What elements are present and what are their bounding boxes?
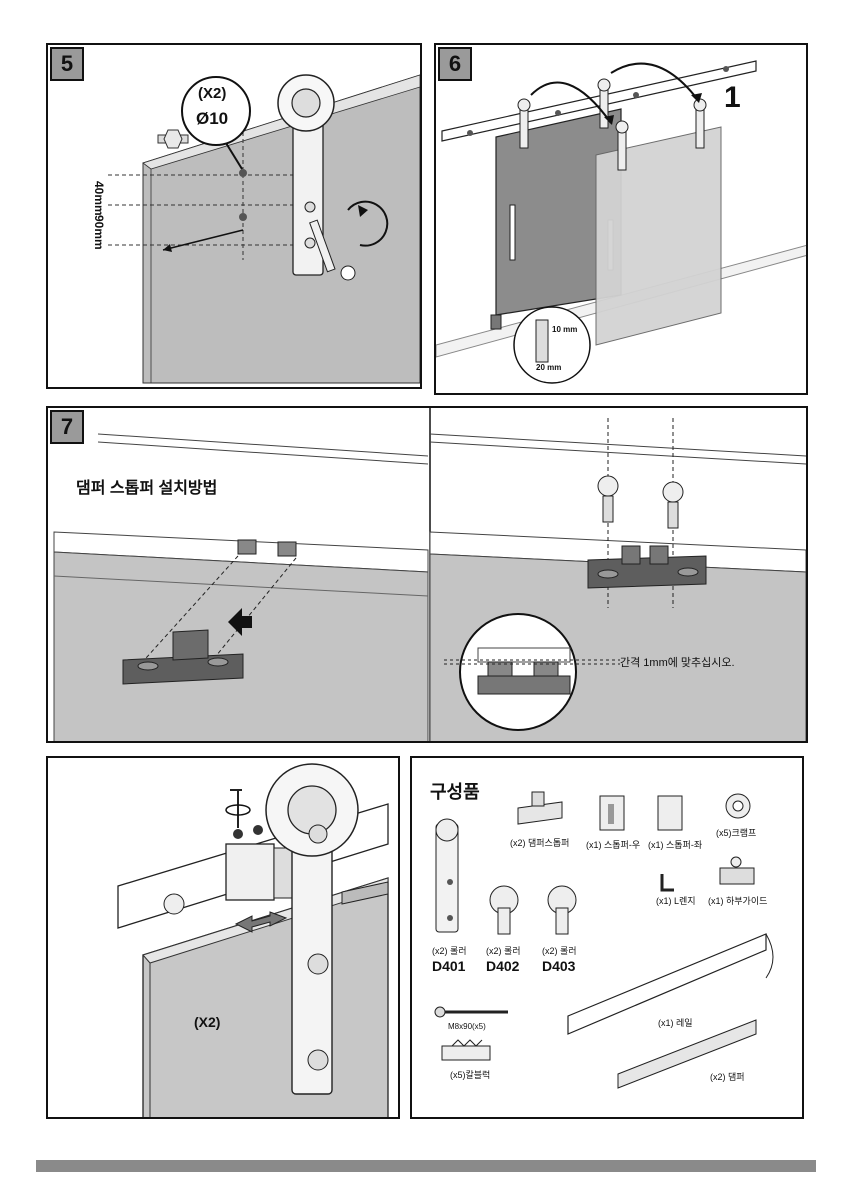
part-clamp: (x5)크램프 [716,828,757,838]
part-roller-d402-model: D402 [486,958,520,974]
step-6-panel: 6 1 10 mm 20 mm [434,43,808,395]
part-damper-stopper: (x2) 댐퍼스톱퍼 [510,838,570,848]
step-6-number: 6 [438,47,472,81]
step-7-illustration [53,408,806,741]
step-6-dim-b: 20 mm [536,363,562,372]
footer-bar [36,1160,816,1172]
part-roller-d401-model: D401 [432,958,466,974]
roller-install-panel: (X2) [46,756,400,1119]
part-roller-d402-label: (x2) 롤러 [486,946,521,956]
roller-install-qty: (X2) [194,1014,221,1030]
step-5-dim-b: 90mm [92,215,106,250]
part-l-wrench: (x1) L렌지 [656,896,696,906]
step-7-title: 댐퍼 스톱퍼 설치방법 [76,480,218,497]
part-stopper-left: (x1) 스톱퍼-좌 [648,840,703,850]
step-5-dim-a: 40mm [92,181,106,216]
step-7-number: 7 [50,410,84,444]
step-5-qty: (X2) [198,85,227,102]
part-anchor: (x5)칼블럭 [450,1070,491,1080]
part-damper: (x2) 댐퍼 [710,1072,745,1082]
part-roller-d403-model: D403 [542,958,576,974]
part-roller-d401-label: (x2) 롤러 [432,946,467,956]
part-roller-d403-label: (x2) 롤러 [542,946,577,956]
parts-panel: 구성품 (x2) 댐퍼스톱퍼 (x1) 스톱퍼-우 (x1) 스톱퍼-좌 (x5… [410,756,804,1119]
parts-title: 구성품 [430,782,480,802]
step-6-callout: 1 [724,81,741,114]
step-6-dim-a: 10 mm [552,325,578,334]
step-7-panel: 7 댐퍼 스톱퍼 설치방법 간격 1mm에 맞추십시오. [46,406,808,743]
step-5-bolt-size: Ø10 [196,109,229,128]
part-bottom-guide: (x1) 하부가이드 [708,896,768,906]
step-5-panel: 5 (X2) Ø10 40mm 90mm [46,43,422,389]
parts-illustration [434,791,774,1089]
part-screw: M8x90(x5) [448,1022,486,1031]
roller-install-illustration [117,763,389,1117]
part-stopper-right: (x1) 스톱퍼-우 [586,840,641,850]
step-7-gap-note: 간격 1mm에 맞추십시오. [620,657,735,669]
step-5-illustration [108,74,420,384]
step-6-illustration [436,60,806,384]
part-rail: (x1) 레일 [658,1018,693,1028]
step-5-number: 5 [50,47,84,81]
